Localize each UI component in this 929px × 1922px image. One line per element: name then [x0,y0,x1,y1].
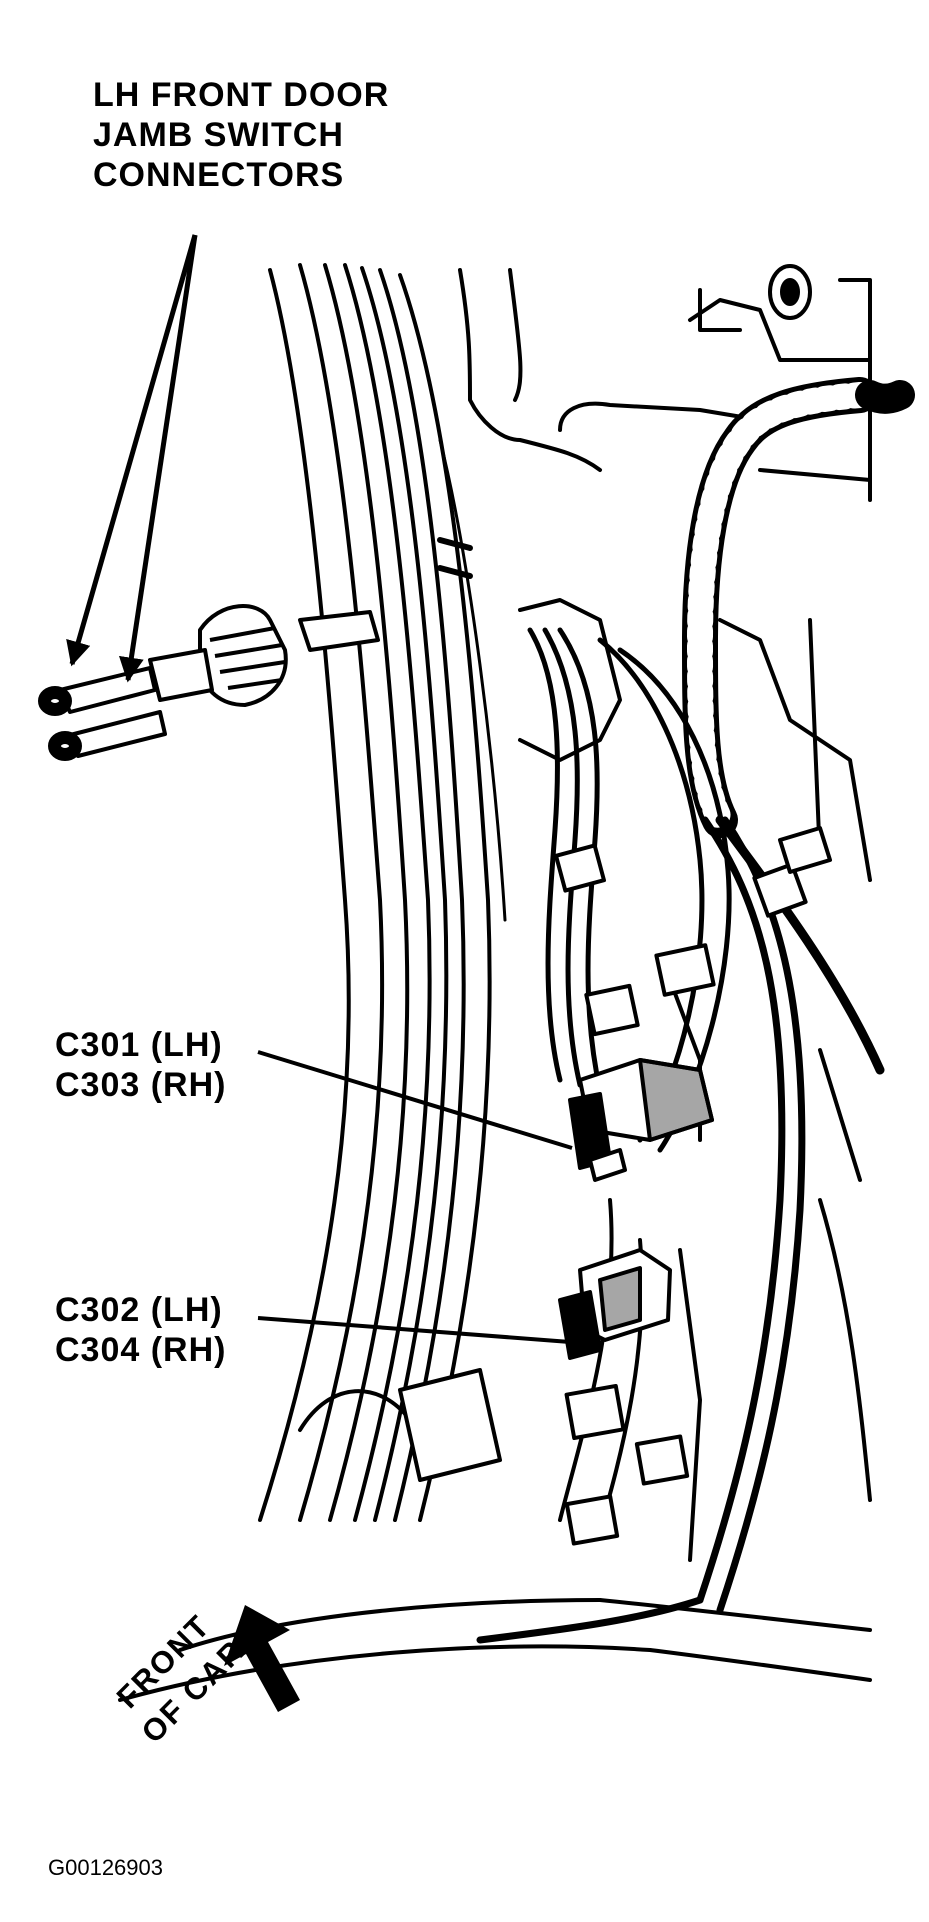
c304-label: C304 (RH) [55,1331,227,1369]
c302-label: C302 (LH) [55,1291,223,1329]
connector-leader-lines [257,1050,573,1344]
retainer-clip-icons [398,826,832,1546]
door-jamb-label-line-3: CONNECTORS [93,156,345,194]
c302-c304-label: C302 (LH) C304 (RH) [55,1290,226,1370]
connector-c301-icon [568,1058,714,1182]
door-jamb-switch-label: LH FRONT DOOR JAMB SWITCH CONNECTORS [93,75,389,195]
front-arrow-icon [224,1605,300,1712]
door-jamb-label-line-2: JAMB SWITCH [93,116,344,154]
wire-bundle [476,627,885,1644]
door-jamb-leader-arrows [66,234,198,683]
door-pillar-outline [258,263,507,1522]
c303-label: C303 (RH) [55,1066,227,1104]
door-jamb-switch-icon [38,604,380,761]
harness-conduit [681,377,915,838]
grommet-icon [768,264,812,320]
figure-id: G00126903 [48,1855,163,1880]
c301-c303-label: C301 (LH) C303 (RH) [55,1025,226,1105]
c301-label: C301 (LH) [55,1026,223,1064]
connector-c302-icon [558,1248,672,1360]
door-jamb-label-line-1: LH FRONT DOOR [93,76,390,114]
